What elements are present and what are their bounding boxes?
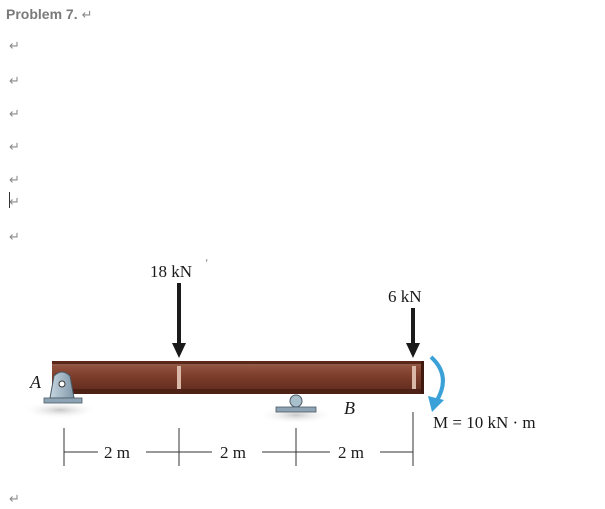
paragraph-mark-icon[interactable]: ↵ (9, 230, 20, 245)
beam (52, 361, 424, 394)
roller-support-b (275, 394, 317, 413)
load-arrow-6kn (406, 308, 420, 358)
dimension-label-3: 2 m (338, 443, 364, 462)
paragraph-mark-icon[interactable]: ↵ (9, 492, 20, 507)
load-label-6kn: 6 kN (388, 287, 422, 306)
stray-mark: ' (206, 258, 208, 268)
problem-title-text: Problem 7. (6, 6, 78, 22)
load-arrow-18kn (172, 283, 186, 358)
dimension-lines (63, 412, 414, 466)
paragraph-mark-icon[interactable]: ↵ (9, 140, 20, 155)
support-label-b: B (344, 398, 355, 418)
dimension-label-2: 2 m (220, 443, 246, 462)
paragraph-mark-icon: ↵ (81, 7, 93, 22)
pin-support-a (43, 371, 83, 404)
paragraph-mark-icon[interactable]: ↵ (9, 74, 20, 89)
text-cursor (9, 192, 10, 208)
paragraph-mark-icon[interactable]: ↵ (9, 107, 20, 122)
ground-a (22, 401, 98, 419)
paragraph-mark-icon[interactable]: ↵ (9, 173, 20, 188)
paragraph-mark-icon[interactable]: ↵ (9, 39, 20, 54)
support-label-a: A (29, 372, 42, 392)
moment-arrow (428, 355, 445, 412)
problem-title: Problem 7.↵ (6, 6, 93, 23)
paragraph-mark-icon[interactable]: ↵ (9, 195, 20, 210)
load-label-18kn: 18 kN (150, 262, 192, 281)
moment-label: M = 10 kN · m (433, 413, 536, 432)
dimension-label-1: 2 m (104, 443, 130, 462)
